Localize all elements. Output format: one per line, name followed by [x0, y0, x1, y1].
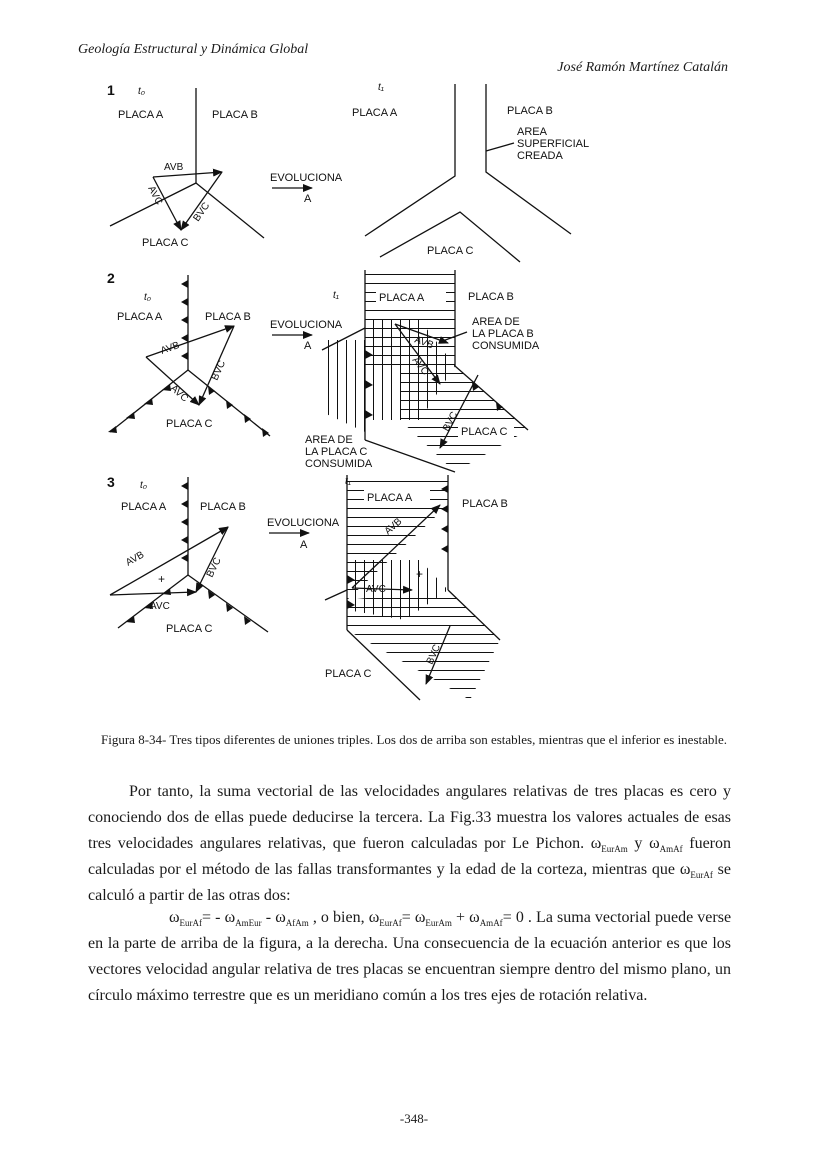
panel-1-avc-label: AVC: [145, 184, 164, 207]
panel-1-arrow-a: A: [304, 193, 312, 205]
panel-2-t1-avb-vector: [394, 323, 449, 344]
panel-3-bvc-vector: [195, 526, 229, 593]
panel-2-placa-c: PLACA C: [166, 418, 213, 430]
panel-2-t1-bvc-vector: [439, 374, 479, 449]
panel-2-placa-a: PLACA A: [117, 311, 163, 323]
panel-1-avb-vector: [152, 168, 223, 178]
panel-3-t1-placa-c: PLACA C: [325, 668, 372, 680]
panel-2-avc-vector: [145, 356, 200, 406]
page-number: -348-: [399, 1111, 429, 1126]
panel-3-t0: t₀: [140, 480, 147, 491]
panel-2-arrow-a: A: [304, 340, 312, 352]
panel-3-t1-plus: +: [416, 567, 423, 581]
panel-2-t1: t₁: [333, 290, 339, 301]
panel-3-number: 3: [107, 474, 115, 490]
panel-1-area-line-3: CREADA: [517, 150, 564, 162]
paragraph-2-equation: ωEurAf= - ωAmEur - ωAfAm , o bien, ωEurA…: [88, 909, 732, 1004]
panel-1-avc-vector: [152, 176, 182, 231]
panel-2-t1-avc-vector: [394, 323, 441, 385]
panel-1-t1: t₁: [378, 82, 384, 93]
panel-3-avc-vector: [109, 588, 197, 597]
panel-2-plate-c-hatch: [400, 366, 528, 472]
panel-3-avc-label: AVC: [150, 601, 170, 612]
panel-1-t0: t₀: [138, 86, 145, 97]
panel-1-placa-a: PLACA A: [118, 109, 164, 121]
panel-1-avb-label: AVB: [164, 162, 184, 173]
panel-3-arrow-a: A: [300, 539, 308, 551]
panel-2-avb-label: AVB: [159, 340, 181, 357]
panel-2: 2 t₀ PLACA A PLACA B PLACA C AVB AVC BVC…: [107, 270, 540, 473]
panel-3-bvc-label: BVC: [205, 556, 224, 579]
panel-1-placa-b: PLACA B: [212, 109, 258, 121]
panel-2-consumed-c-area: [322, 340, 365, 432]
panel-3-t1-teeth: [347, 485, 448, 609]
panel-3-t1-bvc-vector: [425, 625, 451, 685]
panel-2-area-c-line-2: LA PLACA C: [305, 446, 367, 458]
panel-2-bvc-label: BVC: [210, 359, 228, 382]
panel-1-number: 1: [107, 82, 115, 98]
panel-3-t1-avb-vector: [351, 504, 441, 589]
panel-2-area-b-line-2: LA PLACA B: [472, 328, 534, 340]
panel-3-t1-placa-b: PLACA B: [462, 498, 508, 510]
panel-3-placa-a: PLACA A: [121, 501, 167, 513]
panel-3-t1-avc-vector: [351, 585, 413, 594]
panel-2-area-c-line-3: CONSUMIDA: [305, 458, 373, 470]
panel-3-t1-placa-a: PLACA A: [367, 492, 413, 504]
panel-2-t1-placa-a: PLACA A: [379, 292, 425, 304]
panel-2-number: 2: [107, 270, 115, 286]
panel-2-t1-placa-c: PLACA C: [461, 426, 508, 438]
panel-2-t0: t₀: [144, 292, 151, 303]
panel-1-bvc-vector: [180, 171, 223, 231]
panel-2-evoluciona: EVOLUCIONA: [270, 319, 343, 331]
panel-3: 3 t₀ PLACA A PLACA B PLACA C AVB AVC BVC…: [107, 474, 508, 701]
panel-2-area-b-line-3: CONSUMIDA: [472, 340, 540, 352]
panel-1-t1-placa-b: PLACA B: [507, 105, 553, 117]
panel-2-area-c-line-1: AREA DE: [305, 434, 353, 446]
panel-2-placa-b: PLACA B: [205, 311, 251, 323]
panel-2-bvc-vector: [198, 325, 235, 406]
running-header-author: José Ramón Martínez Catalán: [557, 60, 728, 75]
panel-3-avb-vector: [109, 526, 229, 596]
panel-1-placa-c: PLACA C: [142, 237, 189, 249]
panel-3-t1-avc-label: AVC: [366, 584, 386, 595]
panel-1-bvc-label: BVC: [191, 201, 212, 224]
panel-1-area-line-2: SUPERFICIAL: [517, 138, 589, 150]
panel-1-t1-placa-a: PLACA A: [352, 107, 398, 119]
running-header-title: Geología Estructural y Dinámica Global: [78, 42, 309, 57]
panel-1-evoluciona: EVOLUCIONA: [270, 172, 343, 184]
panel-3-placa-b: PLACA B: [200, 501, 246, 513]
panel-3-evoluciona: EVOLUCIONA: [267, 517, 340, 529]
panel-2-t1-placa-b: PLACA B: [468, 291, 514, 303]
panel-1: 1 t₀ PLACA A PLACA B PLACA C AVB AVC BVC…: [107, 82, 589, 263]
panel-3-placa-c: PLACA C: [166, 623, 213, 635]
panel-2-avb-vector: [145, 325, 235, 358]
panel-3-avb-label: AVB: [124, 549, 146, 568]
panel-2-subduction-teeth-left: [108, 384, 171, 433]
panel-1-area-line-1: AREA: [517, 126, 548, 138]
panel-2-subduction-teeth-right: [208, 386, 269, 437]
panel-2-avc-label: AVC: [168, 383, 190, 404]
figure-caption: Figura 8-34- Tres tipos diferentes de un…: [101, 732, 728, 747]
panel-1-t1-placa-c: PLACA C: [427, 245, 474, 257]
panel-3-plate-c-hatch: [347, 590, 500, 700]
paragraph-1: Por tanto, la suma vectorial de las velo…: [88, 783, 731, 904]
panel-3-plus: +: [158, 572, 165, 586]
triple-junction-figure: 1 t₀ PLACA A PLACA B PLACA C AVB AVC BVC…: [107, 82, 589, 701]
panel-2-subduction-teeth-vertical: [181, 280, 188, 360]
panel-2-area-b-line-1: AREA DE: [472, 316, 520, 328]
